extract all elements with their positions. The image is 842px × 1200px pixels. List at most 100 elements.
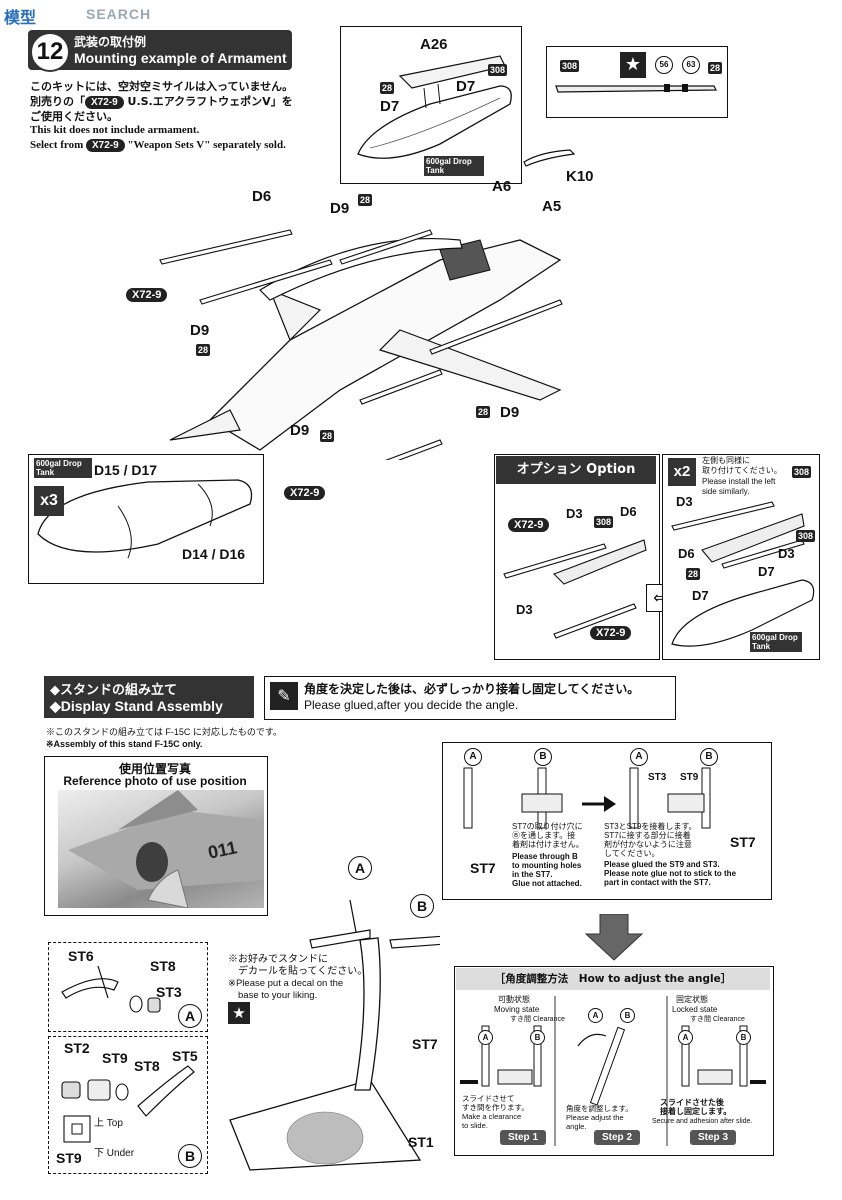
step-2-label: Step 2 — [594, 1130, 641, 1145]
top-en: Top — [106, 1118, 123, 1129]
main-28-c: 28 — [476, 406, 491, 418]
stand-circle-a: A — [348, 856, 372, 880]
x2-note-en-1: Please install the left — [702, 477, 776, 486]
step12-title-en: Mounting example of Armament — [74, 50, 287, 66]
rail-k10: K10 — [566, 168, 594, 185]
option-x72-a: X72-9 — [508, 518, 550, 532]
under-jp: 下 — [94, 1148, 104, 1159]
under-en: Under — [106, 1148, 135, 1159]
star-icon: ★ — [620, 52, 646, 78]
drop-tank-mult: x3 — [34, 486, 64, 516]
glue-note-en: Please glued,after you decide the angle. — [304, 698, 519, 712]
adjust-en-1: Please adjust the — [566, 1113, 624, 1122]
x2-drawing — [671, 501, 815, 647]
parts-b-tag: B — [178, 1144, 202, 1168]
parts-b-st2: ST2 — [64, 1040, 90, 1056]
k10-part — [523, 149, 576, 167]
weapon-set-badge-en: X72-9 — [86, 139, 125, 152]
x2-d6: D6 — [678, 546, 695, 561]
tank-detail-a26: A26 — [420, 36, 448, 53]
main-a5: A5 — [542, 198, 562, 215]
slide-en-1: Make a clearance — [462, 1112, 522, 1121]
moving-en: Moving state — [494, 1005, 540, 1014]
clearance-jp-1: すき間 — [510, 1016, 531, 1023]
angle-title: ［角度調整方法 How to adjust the angle］ — [456, 968, 770, 990]
decal-star-icon: ★ — [228, 1002, 250, 1024]
slide-en-2: to slide. — [462, 1121, 488, 1130]
aircraft-drawing — [159, 229, 563, 460]
glue-icon: ✎ — [270, 682, 298, 710]
angle-a-2: A — [588, 1008, 603, 1023]
down-arrow-icon — [584, 914, 644, 961]
reference-photo: 011 — [58, 790, 264, 908]
main-x72-a: X72-9 — [126, 288, 168, 302]
parts-b-drawing — [61, 1065, 195, 1143]
callout-box — [442, 742, 772, 900]
note-en-1: This kit does not include armament. — [30, 124, 200, 136]
note-jp-1: このキットには、空対空ミサイルは入っていません。 — [30, 80, 294, 93]
x2-tank-label: 600gal Drop Tank — [750, 632, 802, 652]
angle-adjust-box — [454, 966, 774, 1156]
decal-en-1: ※Please put a decal on the — [228, 978, 344, 989]
callout-left-jp-2: Ⓑを通します。接 — [512, 831, 576, 840]
weapon-set-badge: X72-9 — [85, 96, 124, 109]
watermark-logo: 模型 — [4, 8, 37, 27]
decal-jp-1: ※お好みでスタンドに — [228, 954, 328, 965]
callout-right-en-1: Please glued the ST9 and ST3. — [604, 860, 720, 869]
main-x72-b: X72-9 — [284, 486, 326, 500]
callout-left-en-4: Glue not attached. — [512, 879, 582, 888]
main-d6: D6 — [252, 188, 272, 205]
main-d9-d: D9 — [290, 422, 310, 439]
callout-right-jp-3: 剤が付かないように注意 — [604, 840, 692, 849]
parts-b-top: 上 Top — [94, 1118, 123, 1130]
parts-a-tag: A — [178, 1004, 202, 1028]
parts-b-st5: ST5 — [172, 1048, 198, 1064]
parts-a-st3: ST3 — [156, 984, 182, 1000]
clearance-left: すき間 Clearance — [510, 1014, 565, 1026]
option-title: オプション Option — [496, 456, 656, 484]
stand-note-en: ※Assembly of this stand F-15C only. — [46, 739, 203, 749]
angle-b-3: B — [736, 1030, 751, 1045]
clearance-jp-2: すき間 — [690, 1016, 711, 1023]
x2-d3-b: D3 — [778, 546, 795, 561]
secure-en: Secure and adhesion after slide. — [652, 1118, 753, 1125]
note-en-2: Select from X72-9 "Weapon Sets V" separa… — [30, 139, 286, 152]
step-3-label: Step 3 — [690, 1130, 737, 1145]
callout-right-jp-1: ST3とST9を接着します。 — [604, 822, 697, 831]
tank-detail-drawing — [357, 55, 512, 159]
callout-st7-left: ST7 — [470, 860, 496, 876]
option-d3-b: D3 — [516, 602, 533, 617]
callout-left-jp-3: 着剤は付けません。 — [512, 840, 584, 849]
option-d6: D6 — [620, 504, 637, 519]
main-28-b: 28 — [196, 344, 211, 356]
main-a6: A6 — [492, 178, 512, 195]
decal-jp-2: デカールを貼ってください。 — [238, 966, 368, 977]
step12-title-jp: 武装の取付例 — [74, 35, 147, 49]
top-jp: 上 — [94, 1118, 104, 1129]
drop-tank-label: 600gal Drop Tank — [34, 458, 92, 478]
stand-title-en: ◆Display Stand Assembly — [50, 698, 223, 714]
parts-a-st8: ST8 — [150, 958, 176, 974]
drop-tank-top-parts: D15 / D17 — [94, 462, 158, 478]
angle-a-3: A — [678, 1030, 693, 1045]
adjust-en-2: angle. — [566, 1122, 587, 1131]
drop-tank-bottom-parts: D14 / D16 — [182, 546, 246, 562]
x2-308-b: 308 — [796, 530, 816, 542]
x2-note-jp-2: 取り付けてください。 — [702, 466, 782, 475]
locked-jp: 固定状態 — [676, 995, 708, 1004]
stand-drawing — [229, 899, 440, 1171]
callout-a: A — [464, 748, 482, 766]
callout-right-en-3: part in contact with the ST7. — [604, 878, 711, 887]
step-number: 12 — [36, 38, 64, 65]
step-number-badge — [30, 32, 70, 72]
option-d3-a: D3 — [566, 506, 583, 521]
tank-detail-d7-screw: D7 — [380, 98, 400, 115]
callout-b: B — [534, 748, 552, 766]
step-1-label: Step 1 — [500, 1130, 547, 1145]
main-28-d: 28 — [320, 430, 335, 442]
rail-code-28: 28 — [708, 62, 723, 74]
angle-b-2: B — [620, 1008, 635, 1023]
parts-b-st9: ST9 — [102, 1050, 128, 1066]
note-jp-3: ご使用ください。 — [30, 110, 118, 123]
secure-jp-2: 接着し固定します。 — [660, 1107, 732, 1116]
